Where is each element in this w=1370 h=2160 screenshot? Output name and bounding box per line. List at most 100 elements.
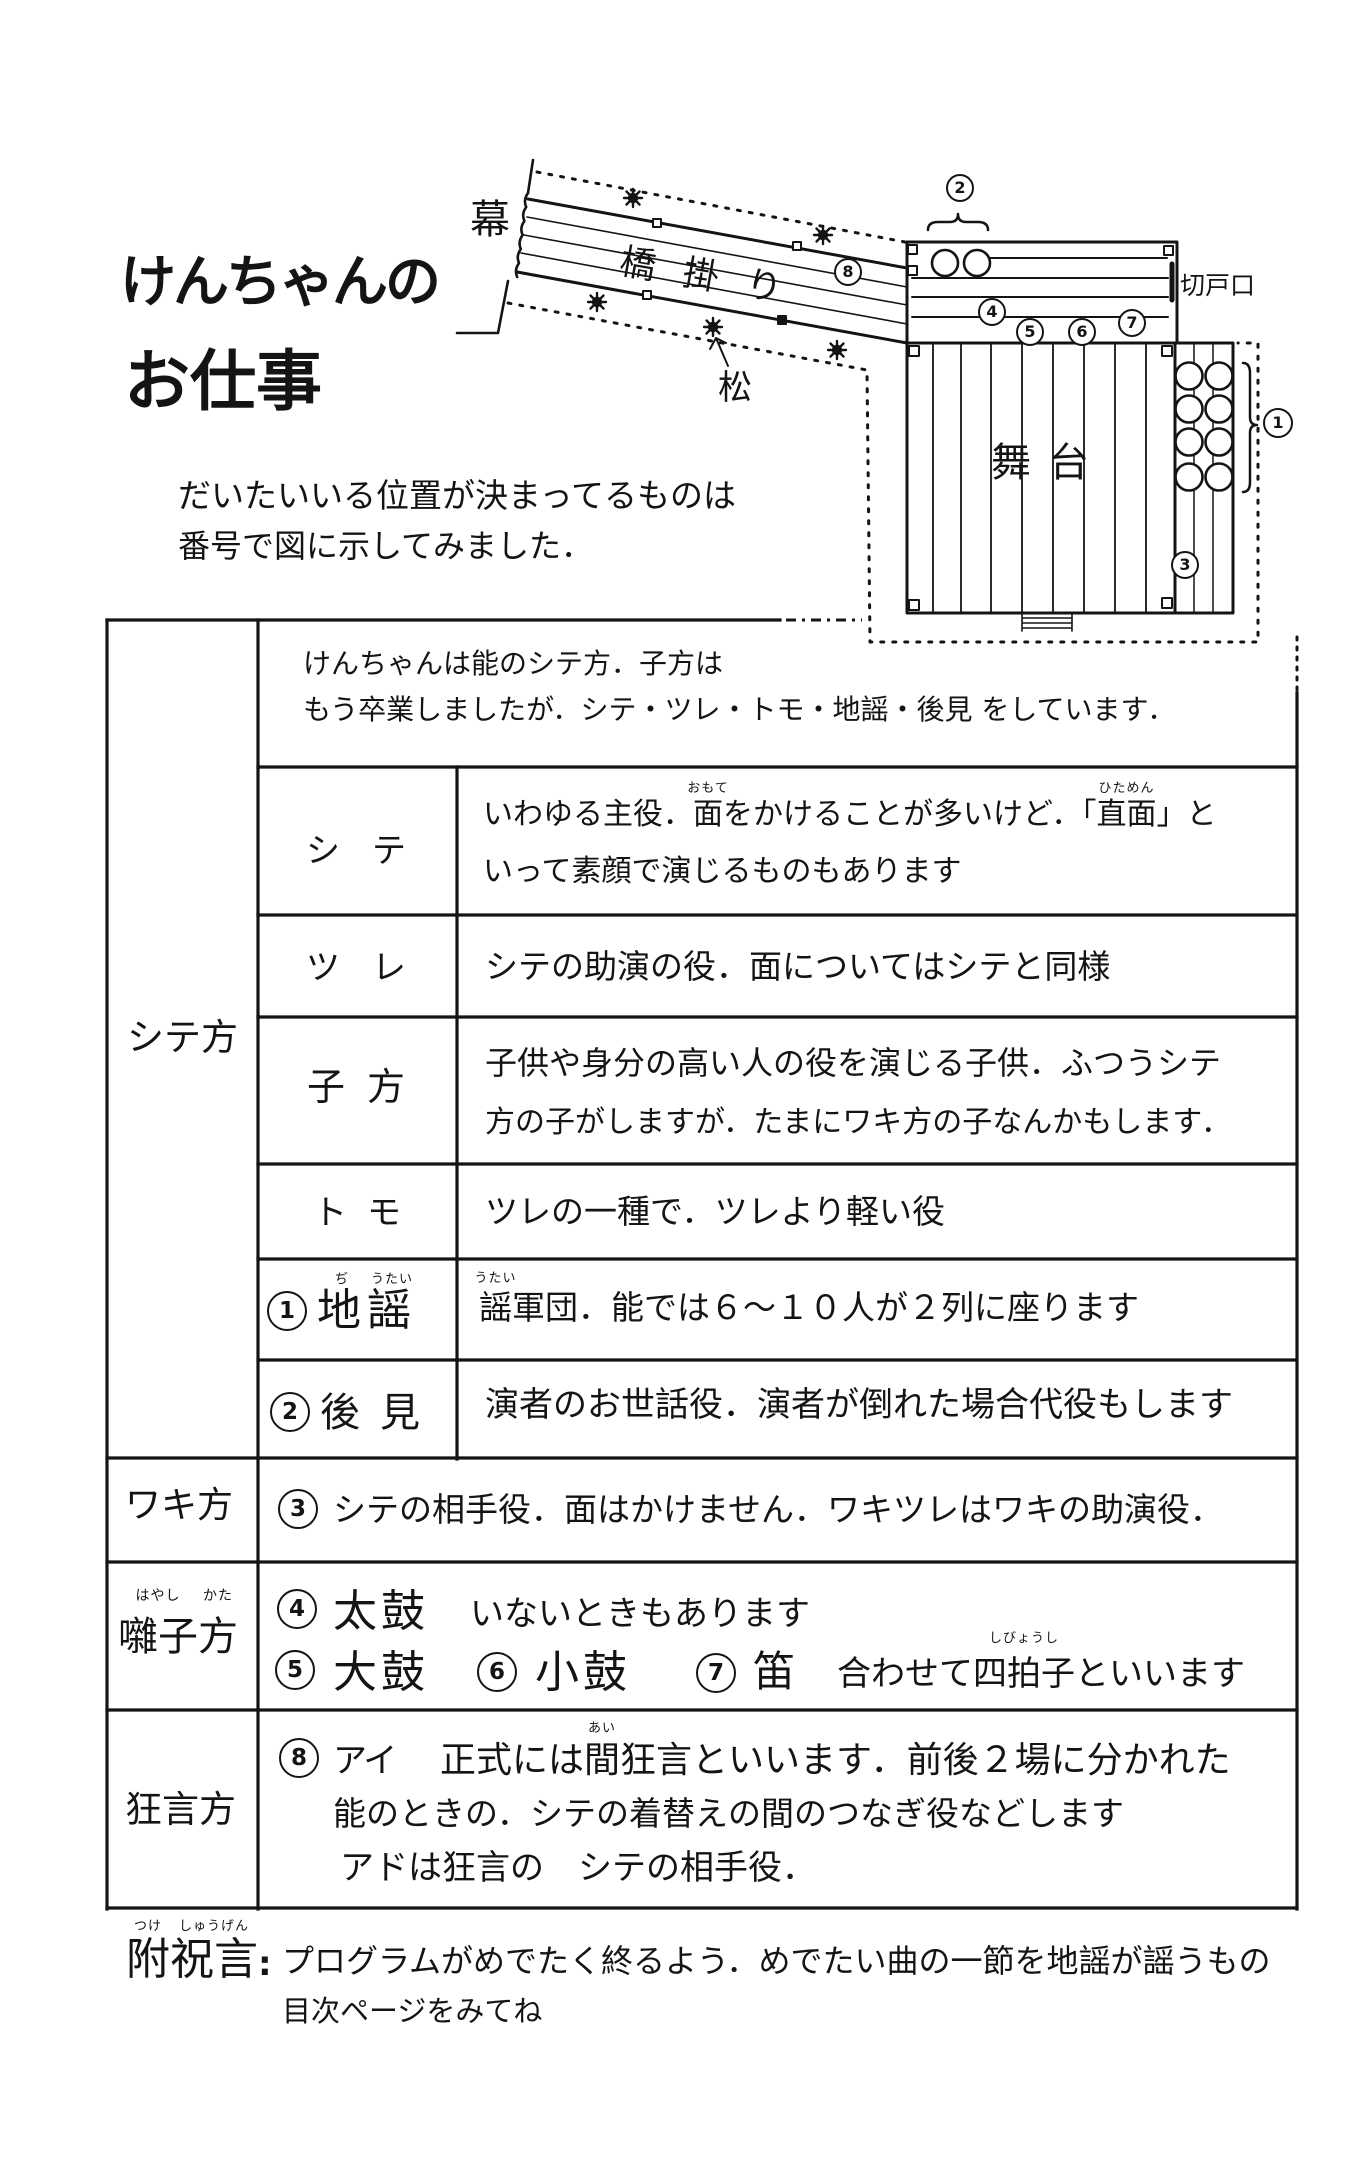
stage-line-art <box>455 158 1260 644</box>
chorus-seat-icon <box>1204 361 1234 391</box>
role-name-jiutai: 1 地ぢ謡うたい <box>258 1259 457 1360</box>
instrument-kotsuzumi: 小鼓 <box>535 1647 631 1698</box>
marker-ai: 8 <box>279 1738 319 1778</box>
role-name-text: ツレ <box>306 948 438 988</box>
desc-line-1: 正式には間あい狂言といいます．前後２場に分かれた <box>440 1722 1231 1781</box>
group-label-shite-kata: シテ方 <box>108 620 258 1458</box>
ruby-base: 間 <box>584 1740 621 1781</box>
intro-cell: けんちゃんは能のシテ方．子方は もう卒業しましたが．シテ・ツレ・トモ・地謡・後見… <box>258 620 1297 767</box>
desc-line-2: 能のときの．シテの着替えの間のつなぎ役などします <box>333 1794 1125 1833</box>
chorus-seat-icon <box>1174 462 1204 492</box>
role-name-text: 地ぢ 謡うたい <box>317 1273 417 1333</box>
role-name-text: シテ <box>306 831 438 871</box>
pine-tree-icon <box>622 187 644 209</box>
marker-fue: 7 <box>696 1653 736 1693</box>
koken-seat-icon <box>930 248 960 278</box>
marker-koken: 2 <box>946 174 974 202</box>
group-desc-waki-kata: 3 シテの相手役．面はかけません．ワキツレはワキの助演役． <box>258 1458 1297 1562</box>
ruby-shibyoshi: 四拍子しびょうし <box>973 1632 1075 1694</box>
ruby-base: 地 <box>317 1285 367 1336</box>
marker-otsuzumi: 5 <box>275 1650 315 1690</box>
ruby-utai: 謡うたい <box>367 1273 417 1333</box>
desc-line-2: 方の子がしますが．たまにワキ方の子なんかもします． <box>485 1105 1232 1140</box>
desc-line-1: 子供や身分の高い人の役を演じる子供．ふつうシテ <box>485 1044 1222 1082</box>
ruby-base: 四拍子 <box>973 1654 1075 1694</box>
marker-waki: 3 <box>278 1489 318 1529</box>
role-desc-shite: いわゆる主役．面おもてをかけることが多いけど．「直面ひためん」と いって素顔で演… <box>457 767 1297 915</box>
curtain-icon <box>455 158 535 335</box>
bridge-post-icon <box>777 315 787 325</box>
role-name-shite: シテ <box>258 767 457 915</box>
bridge-post-icon <box>652 218 662 228</box>
pine-tree-icon <box>826 339 848 361</box>
marker-fue: 7 <box>1118 309 1146 337</box>
desc-text: いわゆる主役． <box>483 797 693 832</box>
ruby-kata: 方かた <box>198 1589 238 1657</box>
group-label-kyogen-kata: 狂言方 <box>108 1710 258 1908</box>
pine-pointer-arrow-icon <box>709 337 729 367</box>
furigana: うたい <box>474 1271 517 1286</box>
ruby-hayashi: 囃子はやし <box>118 1589 198 1657</box>
role-desc-jiutai: 謡うたい軍団．能では６～１０人が２列に座ります <box>457 1259 1297 1360</box>
marker-kotsuzumi: 6 <box>477 1652 517 1692</box>
ruby-base: 謡 <box>367 1285 417 1336</box>
desc-text: 正式には <box>440 1740 585 1781</box>
subtitle-line-1: だいたいいる位置が決まってるものは <box>178 476 737 515</box>
desc-line-1: 謡うたい軍団．能では６～１０人が２列に座ります <box>474 1272 1139 1327</box>
group-label-text: 狂言方 <box>125 1788 236 1831</box>
marker-jiutai: 1 <box>1263 408 1293 438</box>
brace-jiutai-icon <box>1241 361 1259 494</box>
ruby-hitamen: 直面ひためん <box>1097 782 1157 830</box>
intro-line-1: けんちゃんは能のシテ方．子方は <box>303 647 724 680</box>
group-label-text: ワキ方 <box>125 1485 234 1526</box>
footer-line-1: プログラムがめでたく終るよう．めでたい曲の一節を地謡が謡うもの <box>282 1942 1271 1980</box>
taiko-note: いないときもあります <box>470 1594 810 1634</box>
furigana: ひためん <box>1098 781 1155 796</box>
ruby-ai: 間あい <box>584 1722 621 1781</box>
footer-term: 附つけ祝言しゅうげん <box>126 1920 258 1982</box>
subtitle-line-2: 番号で図に示してみました． <box>178 527 594 565</box>
pine-tree-icon <box>812 224 834 246</box>
furigana: つけ <box>133 1919 163 1934</box>
stage-label: 舞台 <box>991 440 1107 486</box>
bridge-post-icon <box>642 290 652 300</box>
bridge-post-icon <box>792 241 802 251</box>
role-name-text: トモ <box>313 1193 421 1233</box>
footer-note: 附つけ祝言しゅうげん : プログラムがめでたく終るよう．めでたい曲の一節を地謡が… <box>100 1910 1300 2040</box>
marker-taiko: 4 <box>978 298 1006 326</box>
role-name-kokata: 子方 <box>258 1017 457 1164</box>
ruby-shugen: 祝言しゅうげん <box>170 1920 258 1982</box>
role-name-koken: 2 後見 <box>258 1360 457 1458</box>
role-desc-tomo: ツレの一種で．ツレより軽い役 <box>457 1164 1297 1259</box>
ruby-men: 面おもて <box>687 782 727 830</box>
desc-text: 」と <box>1156 797 1217 832</box>
furigana: はやし <box>135 1588 181 1604</box>
desc-line-1: シテの助演の役．面についてはシテと同様 <box>485 947 1111 986</box>
desc-line-2: いって素顔で演じるものもあります <box>483 854 962 889</box>
jiutai-seat-area <box>1173 341 1235 615</box>
curtain-label: 幕 <box>470 197 510 243</box>
desc-line-1: ツレの一種で．ツレより軽い役 <box>485 1192 946 1231</box>
ruby-base: 附 <box>126 1934 170 1985</box>
noh-stage-diagram: 幕 橋掛り 松 舞台 切戸口 1 2 3 4 5 6 7 8 <box>440 150 1320 650</box>
footer-colon: : <box>258 1944 272 1984</box>
group-desc-hayashi-kata: 4 太鼓 いないときもあります 5 大鼓 6 小鼓 7 笛 合わせて四拍子しびょ… <box>258 1562 1297 1710</box>
brace-koken-icon <box>926 212 990 232</box>
ruby-base: 祝言 <box>170 1934 258 1985</box>
ruby-base: 謡 <box>479 1288 512 1327</box>
koken-seat-icon <box>962 248 992 278</box>
marker-ai: 8 <box>834 258 862 286</box>
side-door-label: 切戸口 <box>1180 271 1256 300</box>
furigana: おもて <box>687 781 729 796</box>
role-name-tsure: ツレ <box>258 915 457 1017</box>
chorus-seat-icon <box>1204 427 1234 457</box>
instrument-taiko: 太鼓 <box>333 1586 429 1637</box>
marker-otsuzumi: 5 <box>1016 318 1044 346</box>
page-title-line-1: けんちゃんの <box>120 250 441 315</box>
group-label-text: シテ方 <box>127 1016 238 1059</box>
group-label-hayashi-kata: 囃子はやし方かた <box>108 1562 258 1710</box>
intro-line-2: もう卒業しましたが．シテ・ツレ・トモ・地謡・後見 をしています． <box>303 693 1176 726</box>
furigana: ぢ <box>334 1272 350 1287</box>
pine-tree-icon <box>702 316 724 338</box>
